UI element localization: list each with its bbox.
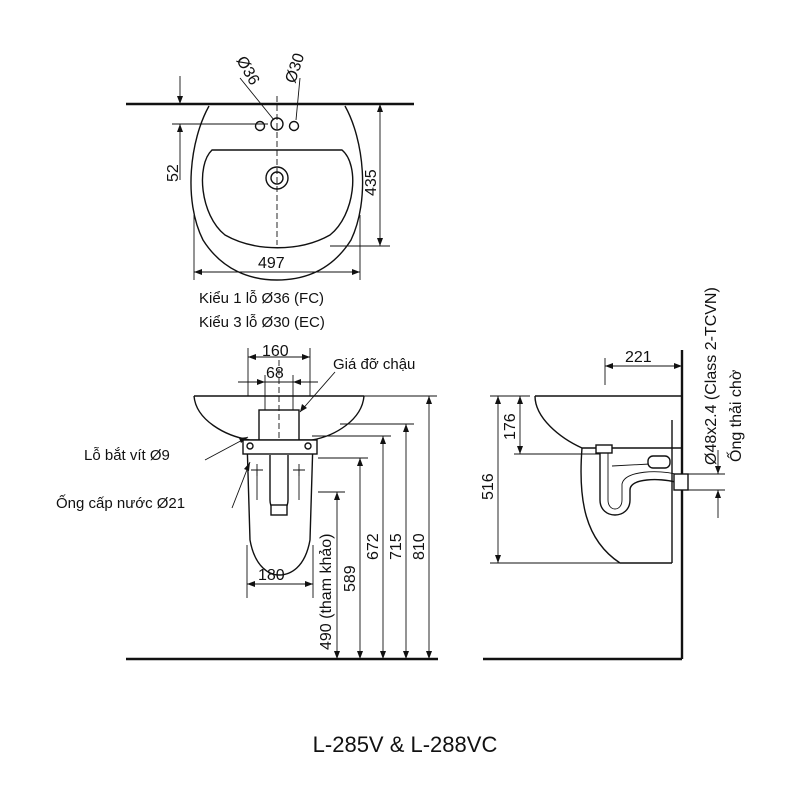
bracket-68-arrow-right [293,379,301,385]
top-view: Ø36 Ø30 52 435 497 Kiểu 1 lỗ Ø36 (FC) Ki… [126,51,414,331]
tap-hole-right [288,120,300,132]
depth-176-arrow-top [517,396,523,404]
bracket-68-label: 68 [266,365,284,382]
height-516-arrow-top [495,396,501,404]
bracket-160-label: 160 [262,343,289,360]
h-672-arrow-bottom [380,651,386,659]
pedestal-180-arrow-left [247,581,255,587]
length-435-arrow-bottom [377,238,383,246]
length-435-arrow-top [377,104,383,112]
bracket-callout-label: Giá đỡ chậu [333,356,415,373]
h-810-arrow-top [426,396,432,404]
bracket-160-arrow-left [248,354,256,360]
depth-52-label: 52 [165,164,182,182]
drain-dim-arrow-bottom [715,490,721,498]
proj-221-label: 221 [625,349,652,366]
bracket-callout-arrow [300,404,307,412]
h-490-label: 490 (tham khảo) [318,533,335,650]
model-title: L-285V & L-288VC [313,732,498,757]
h-589-arrow-bottom [357,651,363,659]
proj-221-arrow-left [605,363,613,369]
h-672-arrow-top [380,436,386,444]
pedestal-180-label: 180 [258,567,285,584]
pedestal-flange [242,439,318,455]
supply-pipe-arrow [244,462,250,471]
side-waste-trap-inner [607,448,676,510]
side-supply-hose [611,463,651,467]
screw-right [304,442,312,450]
width-497-label: 497 [258,255,285,272]
h-715-arrow-top [403,424,409,432]
pedestal-body [246,439,314,576]
h-490-arrow-top [334,492,340,500]
waste-trap [269,455,289,512]
bracket-68-arrow-left [257,379,265,385]
top-view-basin-outline [190,105,364,281]
hole-note-2: Kiểu 3 lỗ Ø30 (EC) [199,314,325,331]
side-supply-valve [647,455,671,469]
drain-dim-arrow-top [715,466,721,474]
tap-hole-left [254,120,266,132]
waste-outlet [270,504,288,516]
h-715-arrow-bottom [403,651,409,659]
width-497-arrow-left [194,269,202,275]
side-pedestal [580,447,672,564]
hole-small-label: Ø30 [283,51,309,85]
h-672-label: 672 [365,533,382,560]
front-view: 160 68 Giá đỡ chậu Lỗ bắt vít Ø9 Ống cấp… [56,343,438,661]
height-516-label: 516 [480,473,497,500]
top-view-bowl [201,149,354,249]
hole-large-leader [239,77,275,121]
h-589-label: 589 [342,565,359,592]
h-810-label: 810 [411,533,428,560]
depth-176-arrow-bottom [517,446,523,454]
hole-large-label: Ø36 [233,54,263,89]
side-view: 221 176 516 Ø48x2.4 (Class 2-TCVN) Ống t… [480,287,745,661]
depth-52-arrow-top [177,96,183,104]
side-drain-fitting [595,444,613,454]
h-810-arrow-bottom [426,651,432,659]
hole-note-1: Kiểu 1 lỗ Ø36 (FC) [199,290,324,307]
screw-left [246,442,254,450]
supply-cross-left [251,464,263,476]
proj-221-arrow-right [674,363,682,369]
hole-small-leader [295,77,301,121]
h-715-label: 715 [388,533,405,560]
side-basin-body [534,395,682,449]
h-490-arrow-bottom [334,651,340,659]
length-435-label: 435 [363,169,380,196]
width-497-arrow-right [352,269,360,275]
bracket-callout-leader [299,371,336,413]
drain-pipe-label: Ống thải chờ [725,369,745,462]
h-589-arrow-top [357,458,363,466]
screw-hole-label: Lỗ bắt vít Ø9 [84,447,170,464]
pedestal-180-arrow-right [305,581,313,587]
bracket-160-arrow-right [302,354,310,360]
supply-pipe-label: Ống cấp nước Ø21 [56,494,185,512]
side-wall-outlet [673,473,689,491]
supply-cross-right [293,464,305,476]
height-516-arrow-bottom [495,555,501,563]
depth-176-label: 176 [502,413,519,440]
side-waste-trap [599,448,676,516]
depth-52-arrow-bottom [177,124,183,132]
screw-hole-arrow [239,437,248,443]
drain-pipe-spec: Ø48x2.4 (Class 2-TCVN) [703,287,720,465]
